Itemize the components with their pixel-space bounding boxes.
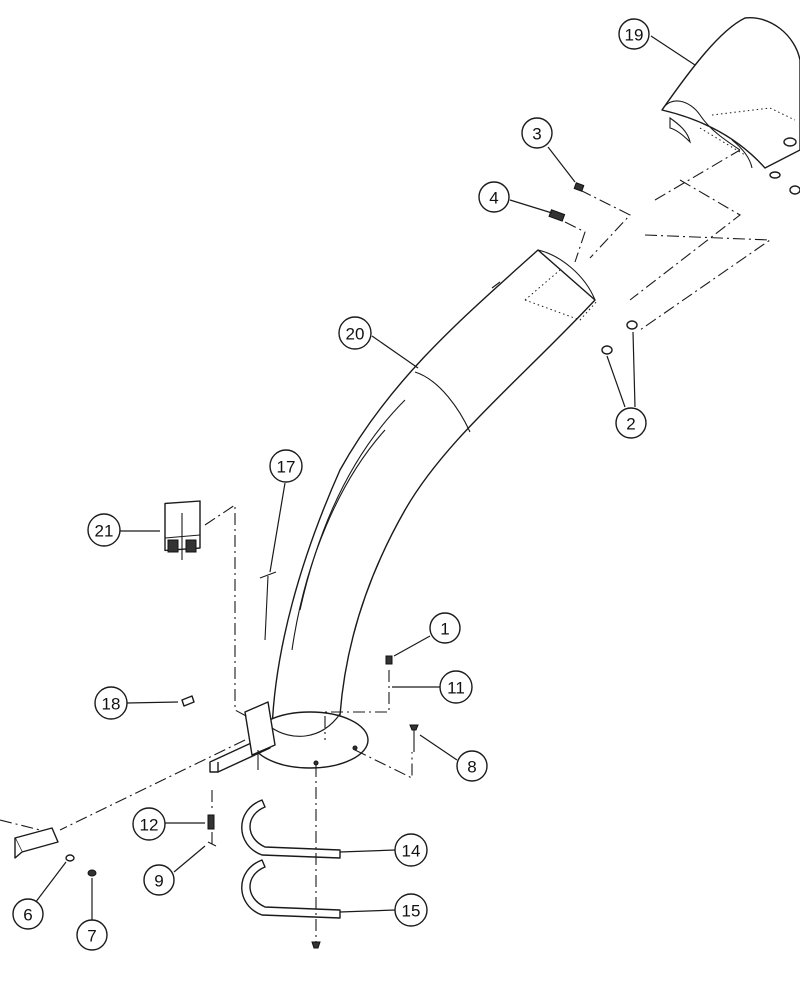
svg-text:15: 15 — [402, 902, 421, 921]
svg-text:9: 9 — [154, 872, 163, 891]
washer-6 — [65, 854, 75, 862]
nut-1 — [385, 655, 393, 665]
svg-text:2: 2 — [626, 415, 635, 434]
callout-19: 19 — [618, 18, 650, 50]
bolt-8 — [409, 724, 419, 752]
bolt-3 — [573, 182, 585, 192]
leader-lines — [34, 35, 696, 922]
callout-21: 21 — [87, 513, 121, 547]
callout-9: 9 — [143, 864, 175, 896]
svg-text:4: 4 — [489, 189, 498, 208]
svg-text:19: 19 — [625, 26, 644, 45]
decal-21 — [164, 500, 201, 560]
svg-text:20: 20 — [346, 325, 365, 344]
callout-15: 15 — [394, 893, 428, 927]
bolt-4 — [548, 209, 566, 222]
pin-17 — [259, 571, 277, 641]
svg-text:17: 17 — [277, 458, 296, 477]
svg-text:8: 8 — [467, 758, 476, 777]
callout-7: 7 — [76, 919, 108, 951]
callout-8: 8 — [456, 750, 488, 782]
washer-2a — [626, 320, 638, 330]
svg-text:6: 6 — [23, 906, 32, 925]
svg-text:1: 1 — [440, 620, 449, 639]
callout-1: 1 — [429, 612, 461, 644]
svg-text:14: 14 — [402, 842, 421, 861]
callout-17: 17 — [269, 449, 303, 483]
callout-20: 20 — [338, 316, 372, 350]
callout-3: 3 — [521, 117, 553, 149]
callout-2: 2 — [615, 407, 647, 439]
svg-text:7: 7 — [87, 927, 96, 946]
spring-12 — [207, 814, 215, 830]
bracket-6 — [14, 827, 59, 859]
assembly-line-hood — [629, 149, 772, 331]
svg-text:12: 12 — [140, 816, 159, 835]
callout-18: 18 — [94, 686, 128, 720]
callout-4: 4 — [478, 181, 510, 213]
hood — [661, 17, 800, 195]
clamp-ring-14 — [241, 799, 341, 859]
pin-18 — [181, 695, 195, 707]
base-flange — [251, 711, 369, 769]
svg-text:21: 21 — [95, 522, 114, 541]
callout-14: 14 — [394, 833, 428, 867]
callout-6: 6 — [12, 898, 44, 930]
callout-12: 12 — [132, 807, 166, 841]
clamp-ring-15 — [241, 859, 341, 919]
svg-text:18: 18 — [102, 695, 121, 714]
washer-2b — [601, 345, 613, 355]
pin-9 — [207, 841, 217, 847]
svg-text:11: 11 — [447, 679, 465, 698]
mount-bracket — [209, 701, 276, 773]
spout-tube — [271, 249, 596, 731]
svg-text:3: 3 — [532, 125, 541, 144]
callout-11: 11 — [439, 670, 473, 704]
nut-7 — [87, 869, 97, 877]
